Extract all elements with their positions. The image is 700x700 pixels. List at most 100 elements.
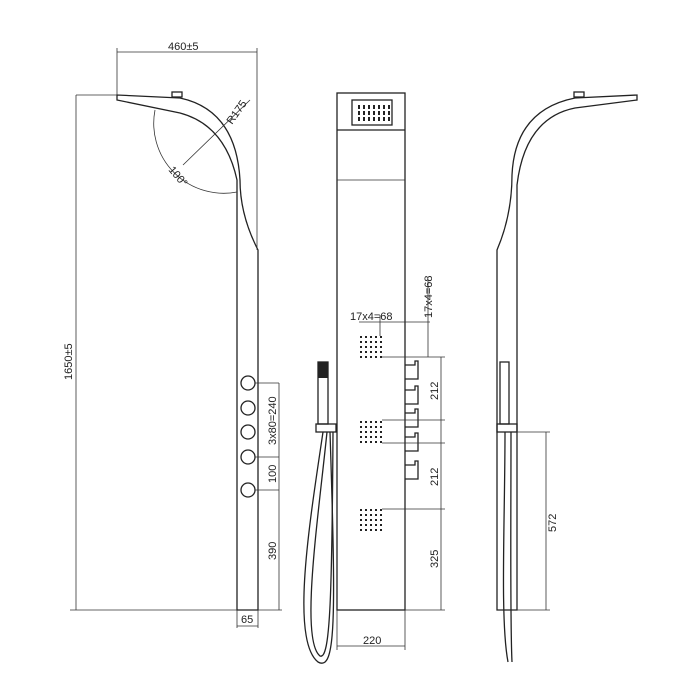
rain-nozzle [358, 117, 360, 121]
rain-nozzle [378, 105, 380, 109]
jet-nozzle [380, 346, 382, 348]
front-view: 17x4=68 17x4=68 212 212 325 220 [303, 92, 445, 664]
dim-572: 572 [547, 514, 559, 532]
dim-212-a: 212 [429, 382, 441, 400]
hand-shower [303, 361, 337, 664]
jet-nozzle [360, 524, 362, 526]
jet-nozzle [360, 519, 362, 521]
dim-1650: 1650±5 [63, 343, 75, 380]
dim-angle: 100° [166, 164, 190, 189]
jet-nozzle [360, 431, 362, 433]
valve-handle [405, 408, 419, 428]
jet-nozzle [375, 346, 377, 348]
jet-nozzle [370, 519, 372, 521]
jet-nozzle [380, 356, 382, 358]
dim-3x80: 3x80=240 [267, 396, 279, 445]
jet-nozzle [365, 346, 367, 348]
jet-nozzle [360, 509, 362, 511]
rain-nozzle [368, 111, 370, 115]
jet-nozzle [375, 356, 377, 358]
jet-nozzle [360, 441, 362, 443]
jet-nozzle [370, 509, 372, 511]
rain-nozzle [388, 105, 390, 109]
jet-nozzle [370, 336, 372, 338]
rain-nozzle [383, 105, 385, 109]
rain-nozzle [368, 117, 370, 121]
jet-nozzle [365, 356, 367, 358]
rain-nozzle [358, 111, 360, 115]
valve-handle [405, 360, 419, 380]
jet-nozzle [380, 421, 382, 423]
rain-nozzle [378, 117, 380, 121]
jet-nozzle [365, 524, 367, 526]
jet-nozzle [370, 524, 372, 526]
jet-nozzle [370, 529, 372, 531]
rain-nozzle [388, 117, 390, 121]
dim-100: 100 [267, 465, 279, 483]
dim-r175: R175 [225, 98, 250, 126]
jet-nozzle [380, 519, 382, 521]
jet-nozzle [365, 426, 367, 428]
jet-nozzle [380, 514, 382, 516]
jet-nozzle [360, 341, 362, 343]
rain-nozzle [383, 117, 385, 121]
jet-nozzle [360, 421, 362, 423]
body-jets [360, 336, 382, 531]
jet-nozzle [375, 341, 377, 343]
jet-nozzle [365, 529, 367, 531]
rain-nozzle [378, 111, 380, 115]
rain-nozzle [373, 117, 375, 121]
jet-nozzle [365, 441, 367, 443]
jet-nozzle [370, 426, 372, 428]
jet-nozzle [375, 514, 377, 516]
front-valves [405, 360, 419, 480]
jet-nozzle [370, 436, 372, 438]
jet-nozzle [360, 436, 362, 438]
jet-nozzle [365, 436, 367, 438]
jet-nozzle [365, 351, 367, 353]
jet-nozzle [370, 356, 372, 358]
valve-knobs [240, 375, 256, 498]
jet-nozzle [360, 426, 362, 428]
dim-65: 65 [241, 614, 253, 626]
jet-nozzle [365, 341, 367, 343]
jet-nozzle [375, 426, 377, 428]
jet-nozzle [370, 514, 372, 516]
rain-head [351, 99, 393, 126]
jet-nozzle [360, 346, 362, 348]
rain-nozzle [363, 111, 365, 115]
jet-nozzle [360, 529, 362, 531]
valve-handle [405, 432, 419, 452]
jet-nozzle [370, 351, 372, 353]
rain-nozzle [358, 105, 360, 109]
jet-nozzle [365, 421, 367, 423]
jet-nozzle [370, 341, 372, 343]
jet-nozzle [380, 431, 382, 433]
dim-nozzle-h: 17x4=68 [350, 311, 393, 323]
jet-nozzle [365, 431, 367, 433]
rain-nozzle [363, 117, 365, 121]
dim-nozzle-v: 17x4=68 [423, 275, 435, 318]
jet-nozzle [380, 509, 382, 511]
jet-nozzle [365, 514, 367, 516]
side-view-right: 572 [496, 91, 638, 663]
jet-nozzle [375, 336, 377, 338]
valve-handle [405, 460, 419, 480]
jet-nozzle [380, 524, 382, 526]
dim-325: 325 [429, 550, 441, 568]
jet-nozzle [370, 441, 372, 443]
rain-nozzle [368, 105, 370, 109]
jet-nozzle [375, 421, 377, 423]
jet-nozzle [365, 336, 367, 338]
jet-nozzle [370, 421, 372, 423]
jet-nozzle [370, 346, 372, 348]
jet-nozzle [375, 351, 377, 353]
valve-handle [405, 385, 419, 405]
rain-nozzle [373, 111, 375, 115]
jet-nozzle [360, 351, 362, 353]
jet-nozzle [375, 524, 377, 526]
dim-390: 390 [267, 542, 279, 560]
jet-nozzle [360, 336, 362, 338]
